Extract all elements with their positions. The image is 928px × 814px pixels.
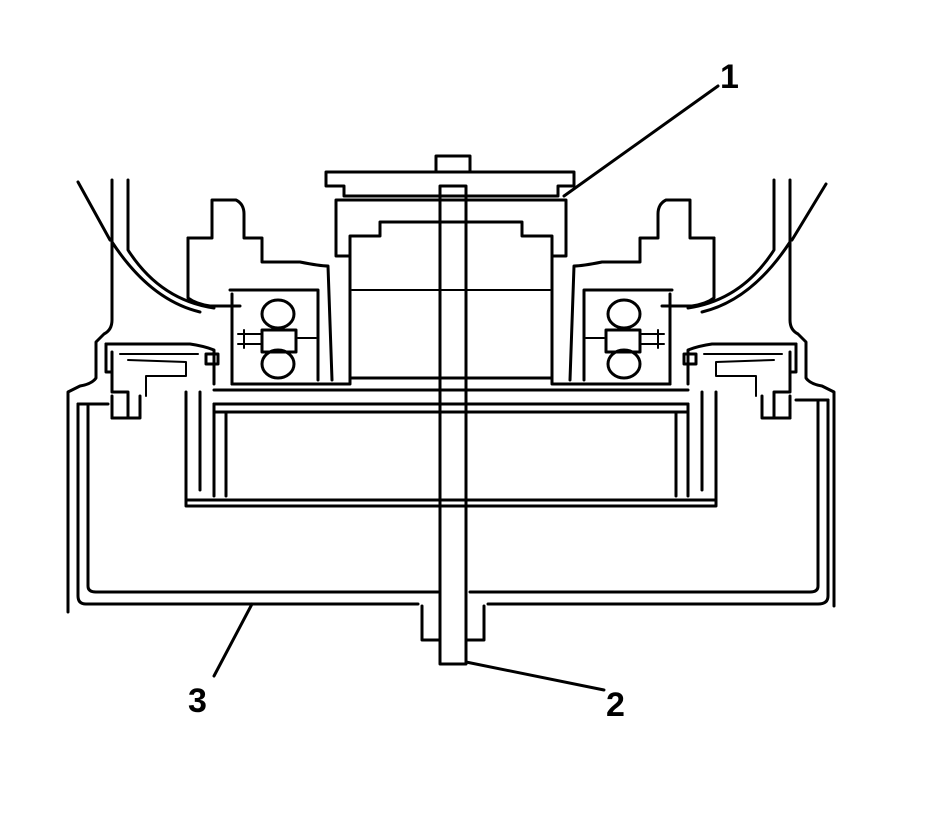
right-bearing-assembly — [568, 198, 798, 420]
leader-line-2 — [464, 660, 606, 692]
leader-line-3 — [212, 602, 254, 678]
housing-right-wall — [686, 178, 836, 608]
callout-1: 1 — [720, 58, 739, 96]
left-bearing-assembly — [104, 198, 334, 420]
cover-pan — [76, 398, 830, 606]
leader-lines — [212, 84, 720, 692]
callout-3: 3 — [188, 682, 207, 720]
center-rod — [420, 154, 486, 666]
callout-2: 2 — [606, 686, 625, 724]
leader-line-1 — [562, 84, 720, 198]
installer-tool — [324, 170, 576, 382]
support-plate — [184, 376, 718, 508]
